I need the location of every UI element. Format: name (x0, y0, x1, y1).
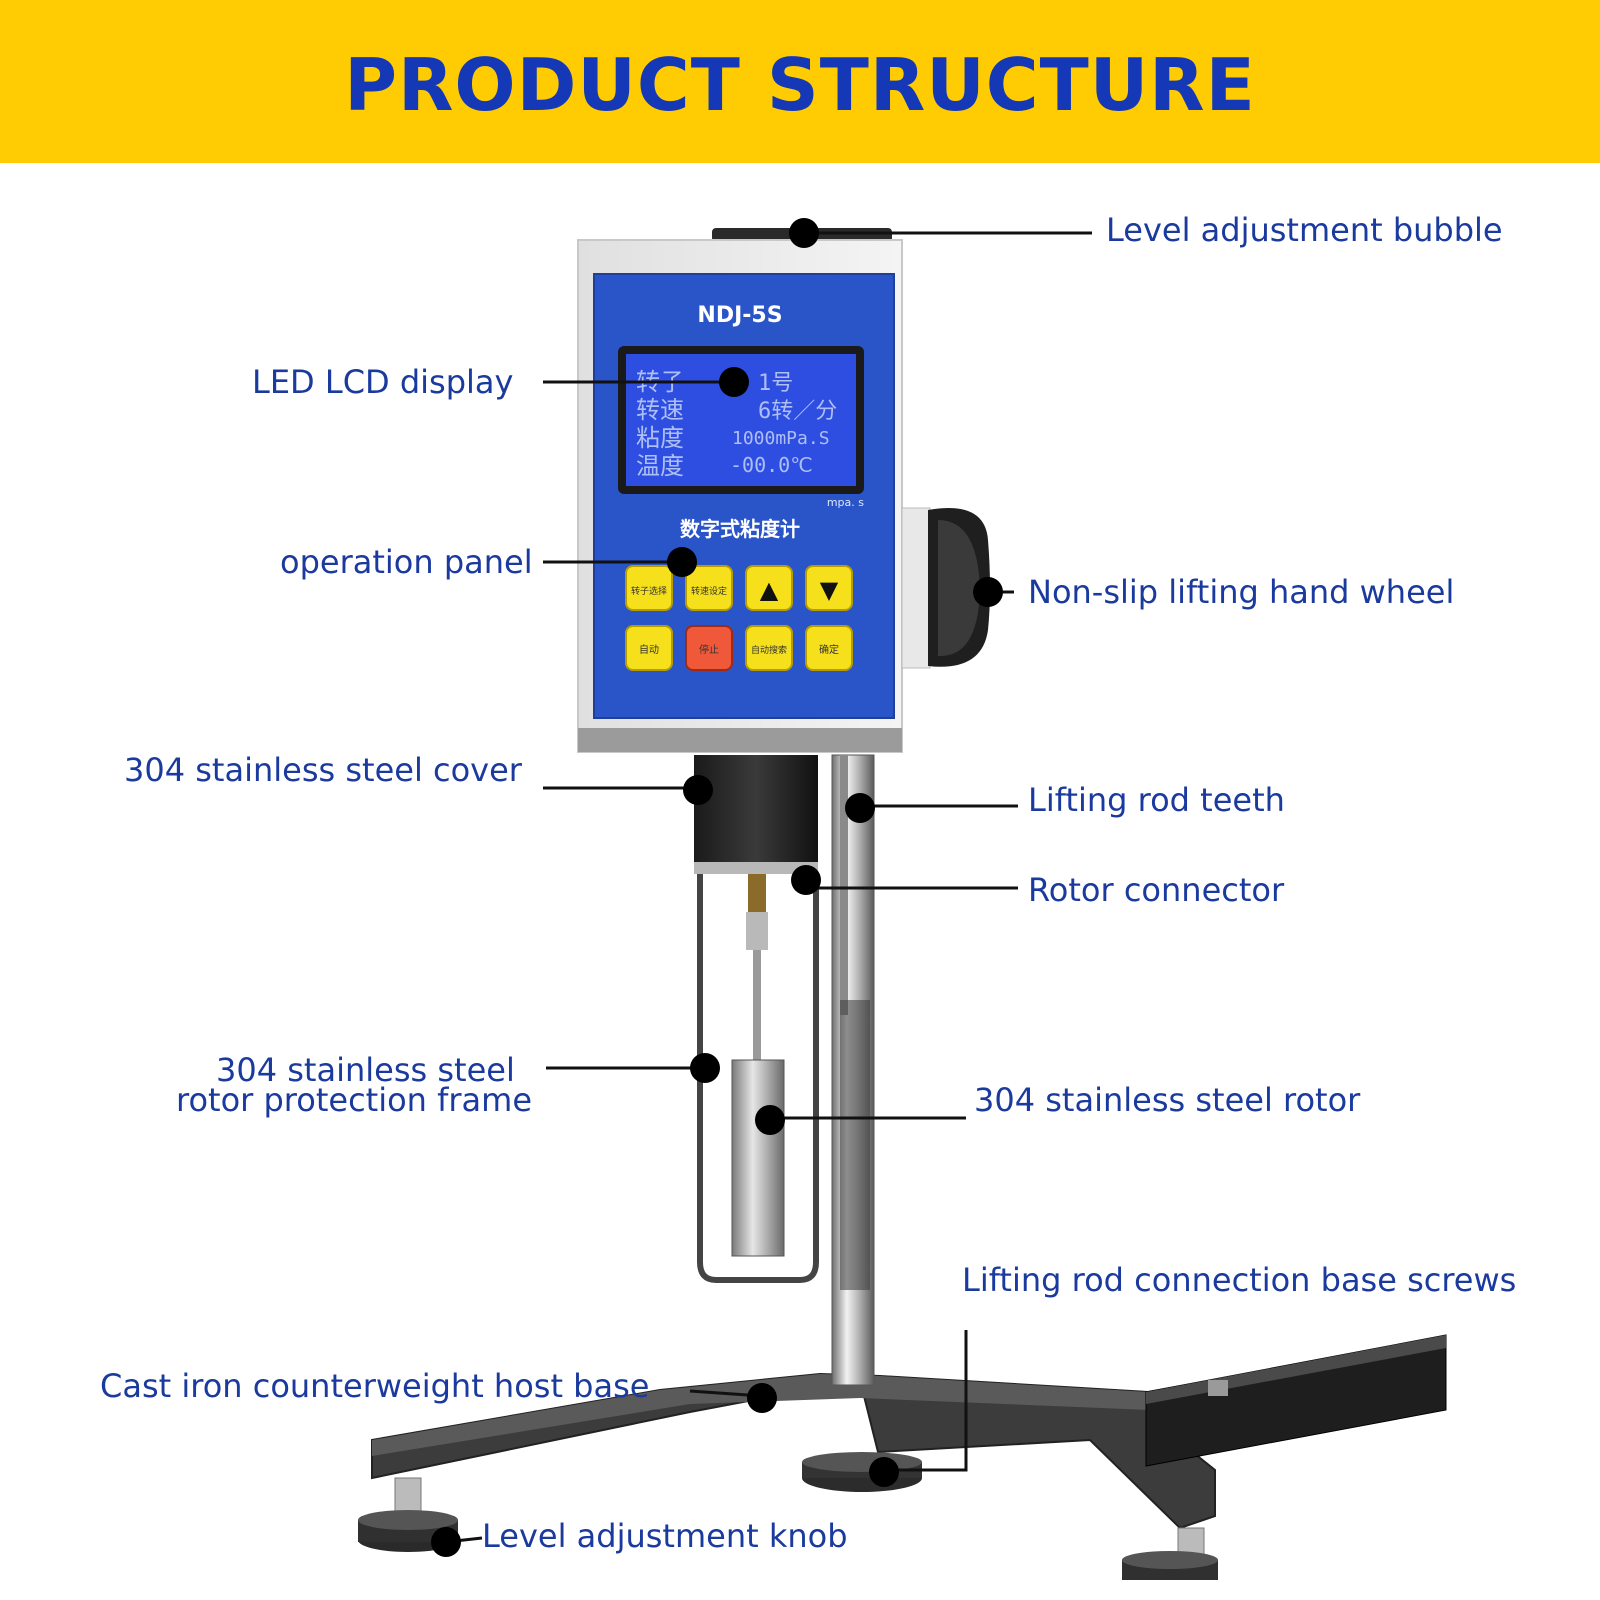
label-rotor-connector: Rotor connector (1028, 871, 1285, 909)
hand-wheel[interactable] (901, 507, 990, 669)
down-arrow-icon: ▼ (820, 576, 839, 604)
button-label-auto-search: 自动搜索 (751, 644, 787, 656)
steel-cover (694, 755, 818, 863)
button-speed-set[interactable] (685, 565, 733, 611)
label-base-screws: Lifting rod connection base screws (962, 1261, 1517, 1299)
button-rotor-select[interactable] (625, 565, 673, 611)
model-label: NDJ-5S (697, 303, 782, 328)
lcd-row-label-4: 温度 (636, 452, 684, 480)
rotor-connector (748, 874, 766, 914)
label-operation-panel: operation panel (280, 543, 533, 581)
lcd-row-value-3: 1000mPa.S (732, 428, 830, 449)
rotor-protection-frame (697, 874, 819, 1283)
button-label-stop: 停止 (699, 643, 719, 656)
label-rod-teeth: Lifting rod teeth (1028, 781, 1285, 819)
label-lcd-display: LED LCD display (252, 363, 514, 401)
label-hand-wheel: Non-slip lifting hand wheel (1028, 573, 1455, 611)
label-steel-cover: 304 stainless steel cover (124, 751, 522, 789)
button-stop[interactable] (685, 625, 733, 671)
button-auto-search[interactable] (745, 625, 793, 671)
label-rotor: 304 stainless steel rotor (974, 1081, 1361, 1119)
unit-mark: mpa. s (827, 496, 864, 509)
button-down[interactable] (805, 565, 853, 611)
lcd-row-value-4: -00.0℃ (730, 453, 813, 477)
button-label-rotor-select: 转子选择 (631, 585, 667, 597)
lcd-rows: 转子 1号 转速 6转／分 粘度 1000mPa.S 温度 -00.0℃ (636, 368, 837, 480)
panel-buttons: 转子选择 转速设定 ▲ ▼ 自动 停止 自动搜索 确定 (625, 565, 853, 671)
button-auto[interactable] (625, 625, 673, 671)
label-frame-line2: rotor protection frame (176, 1081, 533, 1119)
label-host-base: Cast iron counterweight host base (100, 1367, 650, 1405)
stainless-steel-rotor (731, 1059, 785, 1257)
lcd-row-label-2: 转速 (636, 396, 684, 424)
lcd-row-value-2: 6转／分 (758, 399, 837, 424)
button-confirm[interactable] (805, 625, 853, 671)
lifting-rod-teeth (840, 755, 848, 1015)
lcd-row-value-1: 1号 (758, 371, 793, 396)
label-level-knob: Level adjustment knob (482, 1517, 848, 1555)
label-frame-line1: 304 stainless steel (216, 1051, 515, 1089)
label-level-bubble: Level adjustment bubble (1106, 211, 1503, 249)
lcd-row-label-3: 粘度 (636, 424, 684, 452)
button-label-speed-set: 转速设定 (691, 585, 727, 597)
leader-lines (445, 231, 1092, 1544)
viscometer-illustration: NDJ-5S 转子 1号 转速 6转／分 粘度 1000mPa.S 温度 -00… (358, 218, 1447, 1580)
header-banner: PRODUCT STRUCTURE (0, 0, 1600, 163)
panel-title: 数字式粘度计 (680, 517, 800, 541)
callout-dots (431, 218, 1003, 1557)
button-up[interactable] (745, 565, 793, 611)
up-arrow-icon: ▲ (760, 576, 779, 604)
button-label-confirm: 确定 (819, 643, 839, 656)
button-label-auto: 自动 (639, 643, 659, 656)
page-title: PRODUCT STRUCTURE (344, 43, 1256, 127)
